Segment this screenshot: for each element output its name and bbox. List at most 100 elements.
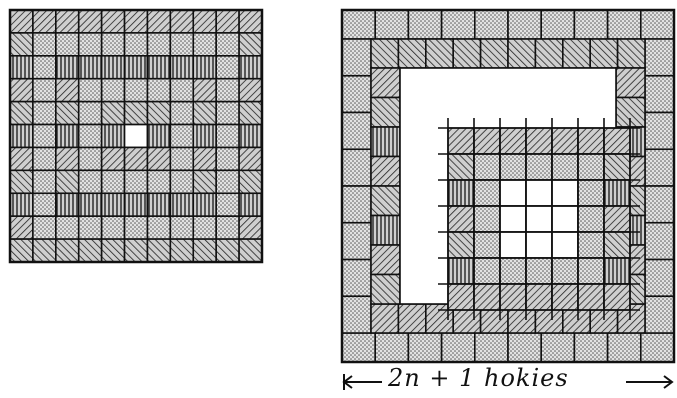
quilt-cell xyxy=(79,193,102,216)
inner-quilt-cell xyxy=(448,154,474,180)
border-cell xyxy=(645,149,674,186)
quilt-cell xyxy=(102,239,125,262)
quilt-cell xyxy=(125,10,148,33)
quilt-cell xyxy=(193,56,216,79)
quilt-cell xyxy=(79,216,102,239)
border-cell xyxy=(375,10,408,39)
inner-quilt-cell xyxy=(474,154,500,180)
quilt-cell xyxy=(125,33,148,56)
border-cell xyxy=(574,10,607,39)
quilt-cell xyxy=(125,125,148,148)
quilt-cell xyxy=(239,56,262,79)
border-cell xyxy=(398,39,425,68)
inner-quilt-cell xyxy=(604,128,630,154)
quilt-cell xyxy=(239,239,262,262)
quilt-cell xyxy=(79,79,102,102)
border-cell xyxy=(371,275,400,305)
quilt-cell xyxy=(10,125,33,148)
quilt-cell xyxy=(79,10,102,33)
inner-quilt-cell xyxy=(552,258,578,284)
right-quilt-grid xyxy=(342,10,674,362)
quilt-cell xyxy=(10,193,33,216)
inner-quilt-cell xyxy=(578,154,604,180)
border-cell xyxy=(645,186,674,223)
quilt-cell xyxy=(102,193,125,216)
border-cell xyxy=(371,186,400,216)
border-cell xyxy=(453,39,480,68)
inner-quilt-cell xyxy=(604,258,630,284)
border-cell xyxy=(645,260,674,297)
quilt-cell xyxy=(56,216,79,239)
inner-quilt-cell xyxy=(604,206,630,232)
quilt-cell xyxy=(170,147,193,170)
quilt-cell xyxy=(10,33,33,56)
quilt-cell xyxy=(33,102,56,125)
quilt-cell xyxy=(102,216,125,239)
quilt-cell xyxy=(170,170,193,193)
border-cell xyxy=(541,333,574,362)
quilt-cell xyxy=(102,170,125,193)
quilt-cell xyxy=(79,56,102,79)
quilt-cell xyxy=(33,216,56,239)
quilt-cell xyxy=(147,239,170,262)
border-cell xyxy=(371,245,400,275)
quilt-cell xyxy=(33,33,56,56)
quilt-cell xyxy=(33,193,56,216)
inner-quilt-cell xyxy=(578,258,604,284)
border-cell xyxy=(608,333,641,362)
quilt-cell xyxy=(216,56,239,79)
border-cell xyxy=(641,10,674,39)
quilt-cell xyxy=(33,56,56,79)
quilt-cell xyxy=(239,193,262,216)
quilt-cell xyxy=(147,102,170,125)
quilt-cell xyxy=(10,147,33,170)
inner-quilt-cell xyxy=(526,206,552,232)
quilt-cell xyxy=(147,125,170,148)
border-cell xyxy=(398,304,425,333)
quilt-cell xyxy=(33,239,56,262)
quilt-cell xyxy=(10,216,33,239)
quilt-cell xyxy=(147,216,170,239)
left-quilt-grid xyxy=(10,10,262,262)
border-cell xyxy=(508,39,535,68)
quilt-cell xyxy=(216,147,239,170)
quilt-cell xyxy=(33,79,56,102)
border-cell xyxy=(645,223,674,260)
quilt-cell xyxy=(216,193,239,216)
inner-quilt-cell xyxy=(552,154,578,180)
inner-quilt-cell xyxy=(474,128,500,154)
inner-quilt-cell xyxy=(500,206,526,232)
quilt-cell xyxy=(216,10,239,33)
quilt-cell xyxy=(10,239,33,262)
quilt-cell xyxy=(33,125,56,148)
inner-quilt-cell xyxy=(578,284,604,310)
inner-quilt-cell xyxy=(552,128,578,154)
border-cell xyxy=(342,296,371,333)
quilt-cell xyxy=(125,170,148,193)
inner-quilt-cell xyxy=(474,206,500,232)
border-cell xyxy=(508,10,541,39)
quilt-cell xyxy=(170,56,193,79)
inner-quilt-cell xyxy=(500,128,526,154)
inner-quilt-cell xyxy=(448,180,474,206)
quilt-cell xyxy=(56,239,79,262)
quilt-cell xyxy=(33,10,56,33)
quilt-cell xyxy=(56,147,79,170)
inner-quilt-cell xyxy=(448,284,474,310)
inner-quilt-cell xyxy=(526,128,552,154)
border-cell xyxy=(645,39,674,76)
border-cell xyxy=(616,68,645,98)
quilt-cell xyxy=(10,102,33,125)
border-cell xyxy=(645,113,674,150)
border-cell xyxy=(645,76,674,113)
inner-quilt-cell xyxy=(526,154,552,180)
inner-quilt-cell xyxy=(604,232,630,258)
quilt-cell xyxy=(170,79,193,102)
quilt-cell xyxy=(56,10,79,33)
border-cell xyxy=(342,76,371,113)
quilt-cell xyxy=(102,125,125,148)
quilt-cell xyxy=(147,33,170,56)
quilt-cell xyxy=(102,33,125,56)
quilt-cell xyxy=(193,193,216,216)
border-cell xyxy=(590,39,617,68)
